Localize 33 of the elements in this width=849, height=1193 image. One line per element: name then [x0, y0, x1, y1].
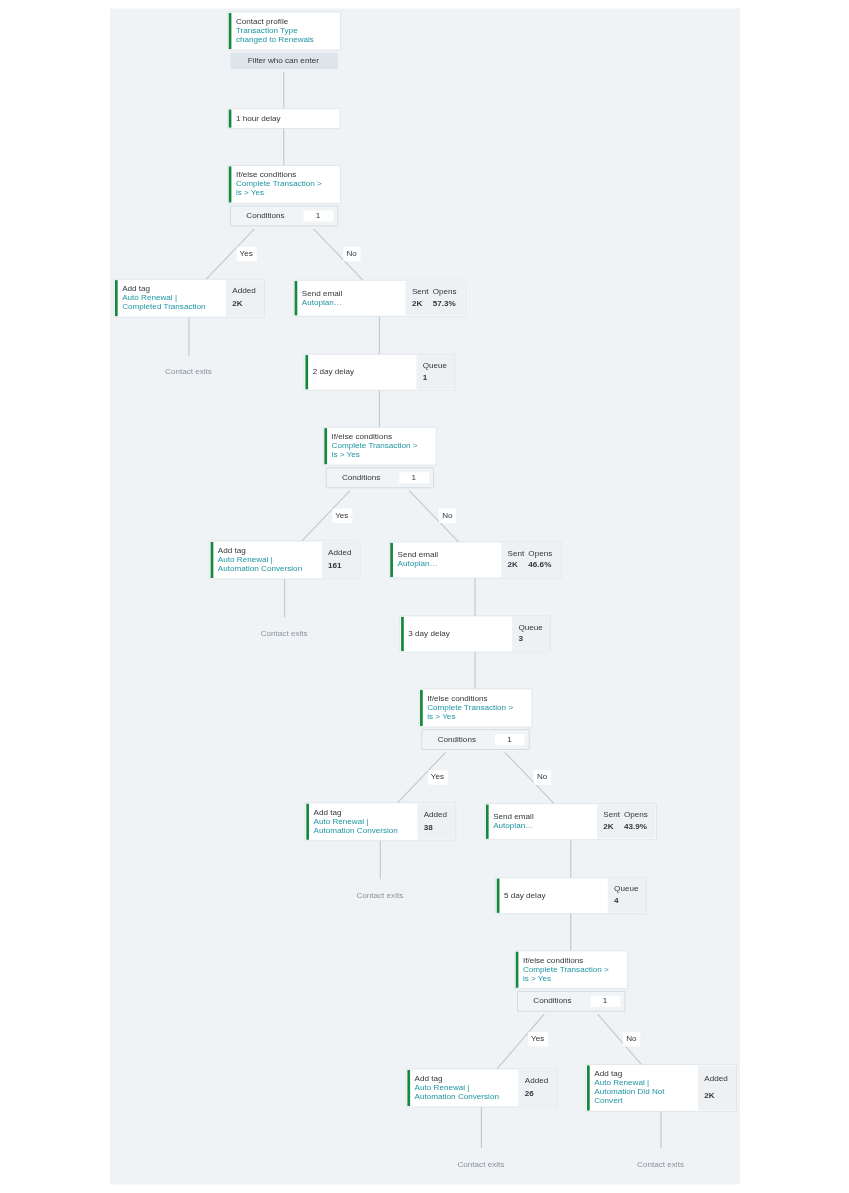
node-label: 1 [315, 211, 320, 221]
connector [282, 128, 284, 166]
node-label: 1 [410, 472, 416, 482]
edge-label: No [625, 1034, 637, 1044]
edge-label: Yes [530, 1034, 544, 1044]
node-text: Contact exits [164, 367, 212, 377]
connector [569, 839, 571, 879]
node-label: 1 [506, 734, 512, 744]
node-label: Filter who can enter [247, 55, 319, 65]
node-label: Conditions [437, 734, 476, 744]
connector [503, 751, 555, 805]
connector [496, 1013, 545, 1070]
connector [378, 316, 380, 355]
node-text: Contact exits [355, 890, 403, 900]
edge-label: Yes [334, 510, 348, 520]
node-label: Conditions [341, 472, 380, 482]
node-text: Contact exits [260, 628, 308, 638]
node-label: Conditions [245, 211, 285, 221]
node-text: Contact exits [456, 1159, 504, 1169]
edge-label: No [345, 248, 357, 258]
edge-label: No [536, 772, 547, 782]
edge-label: Yes [430, 772, 444, 782]
connector [378, 389, 380, 428]
node-text: Contact exits [636, 1159, 684, 1169]
node-label: 1 [602, 996, 607, 1006]
connector [480, 1106, 482, 1149]
connector [569, 913, 571, 952]
node-label: Conditions [532, 996, 572, 1006]
connector [379, 840, 381, 880]
edge-label: No [441, 510, 453, 520]
connector [282, 71, 284, 109]
edge-label: Yes [239, 248, 253, 258]
connector [283, 578, 285, 619]
